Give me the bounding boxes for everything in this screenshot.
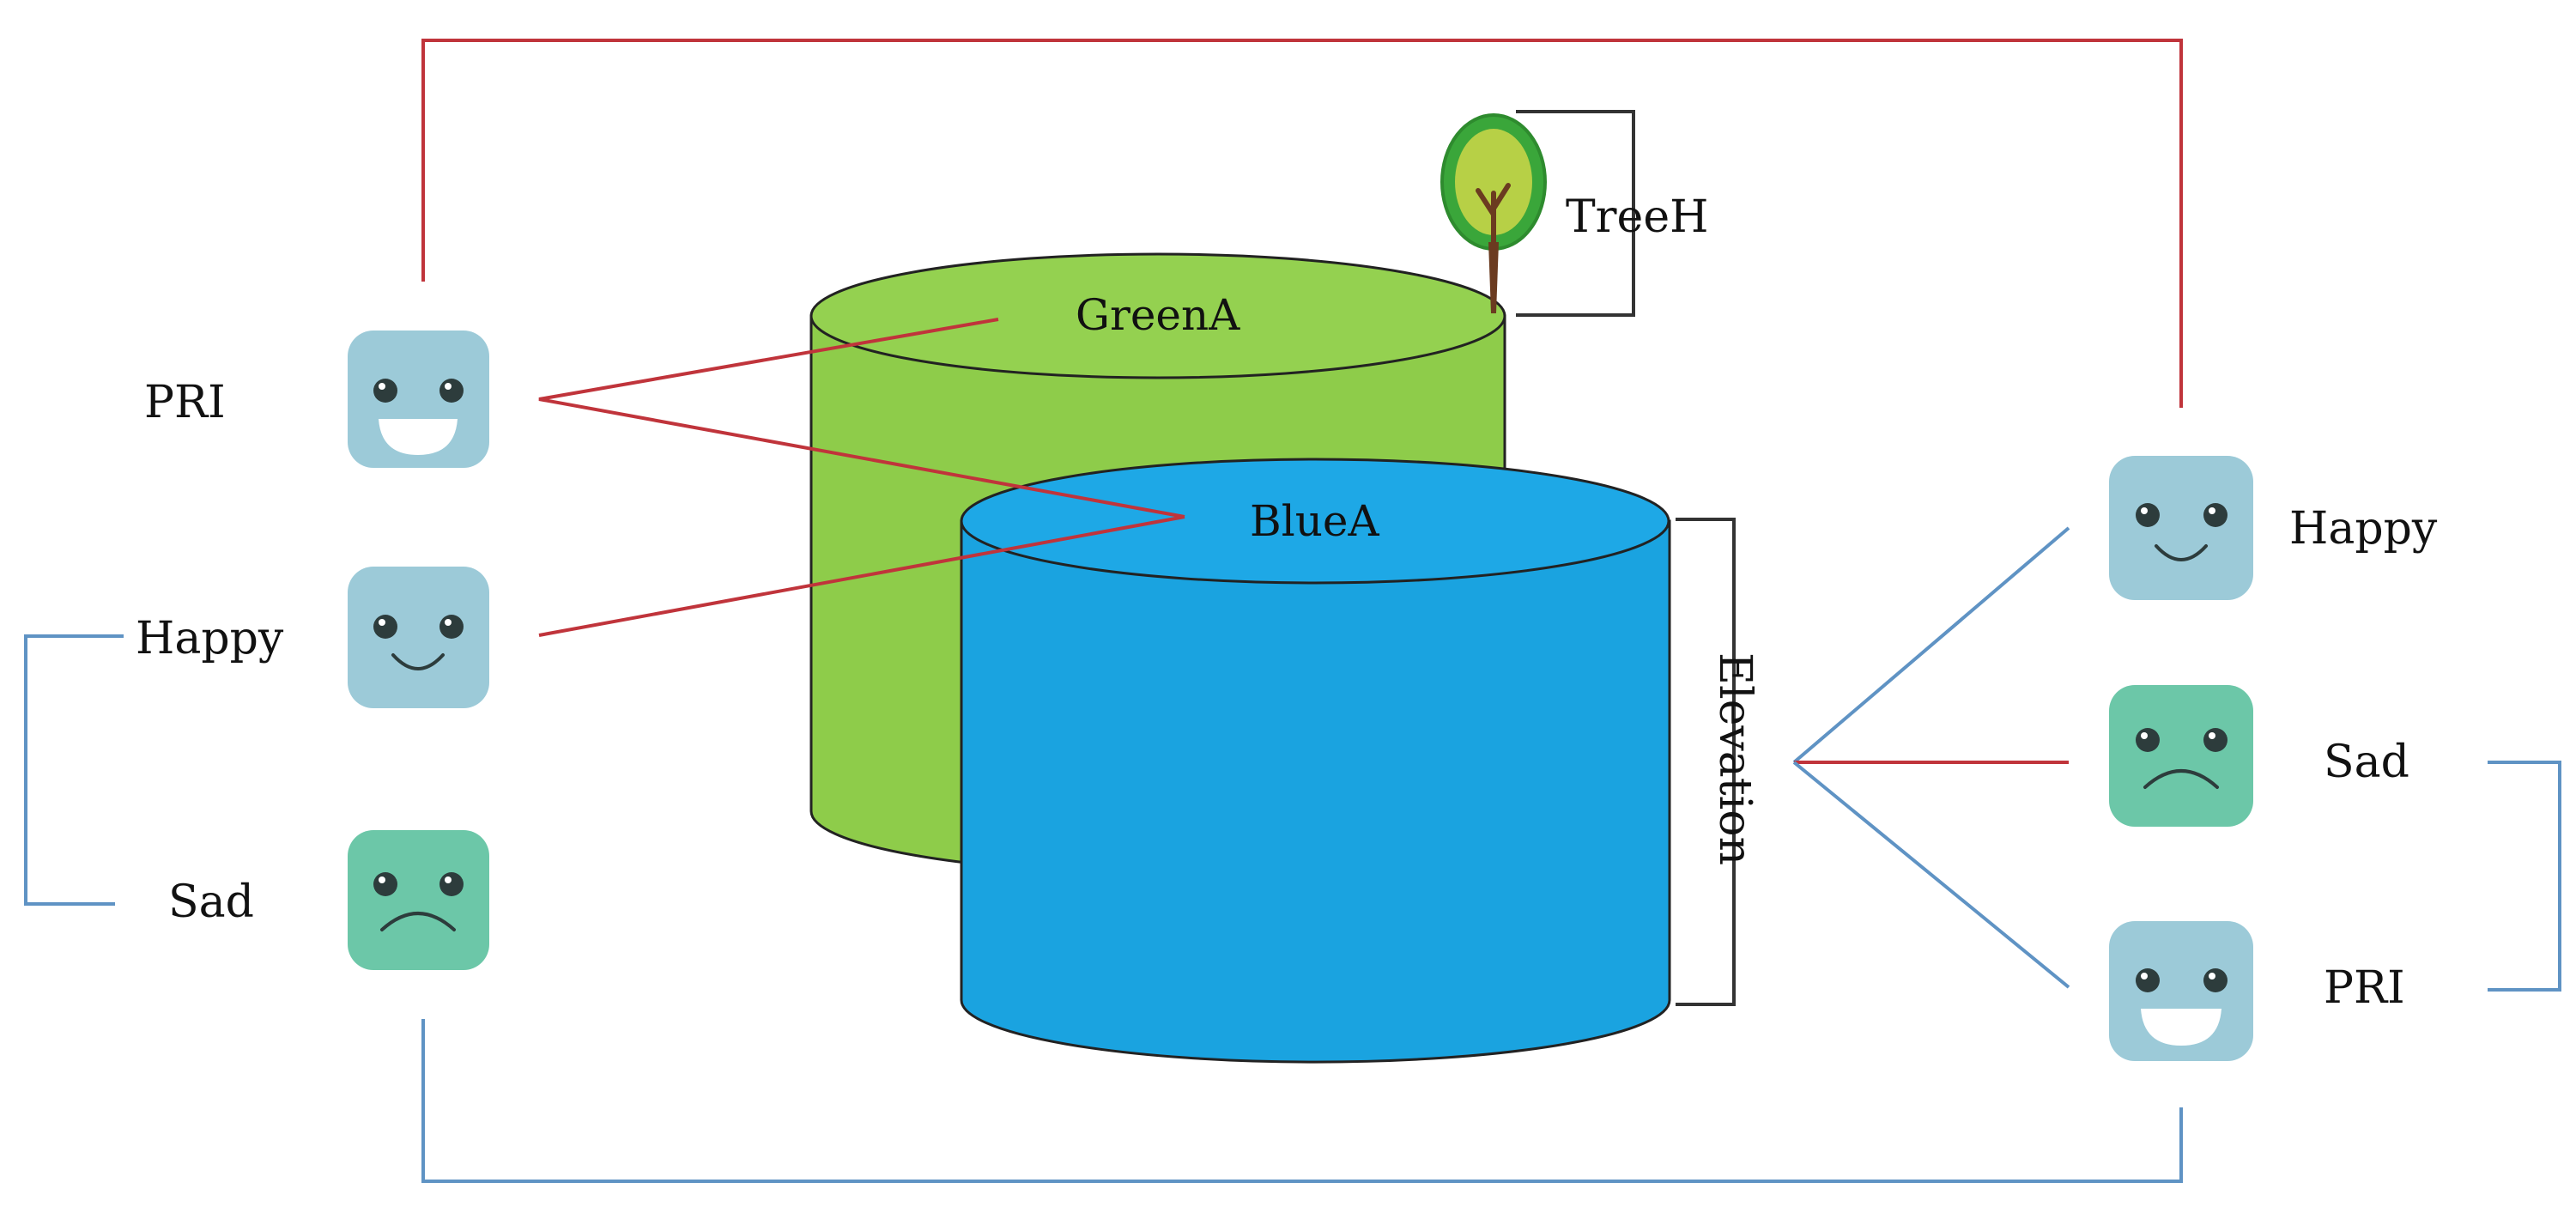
smile-face-icon [348,567,489,708]
left-connectors [538,318,1185,637]
left-sad-face [348,830,489,970]
smile-face-icon [2109,456,2253,600]
right-connectors [1792,526,2070,989]
elevation-label: Elevation [1709,652,1761,865]
top-red-connector [421,39,2183,408]
right-pri-label: PRI [2324,962,2405,1014]
blue-cylinder-top [960,458,1670,585]
right-sad-label: Sad [2324,737,2409,788]
right-happy-face [2109,456,2253,600]
left-happy-face [348,567,489,708]
green-cylinder-top [809,252,1506,379]
blue-cylinder-label: BlueA [1250,496,1380,546]
elevation-bracket [1676,518,1736,1006]
right-sad-face [2109,685,2253,827]
right-pri-face [2109,921,2253,1061]
right-sad-pri-bracket [2488,761,2561,992]
left-pri-face [348,331,489,468]
tree-height-label: TreeH [1566,191,1708,243]
blue-cylinder: BlueA [960,458,1671,1064]
left-pri-label: PRI [144,377,226,428]
tree-icon [1440,113,1547,313]
sad-face-icon [2109,685,2253,827]
blue-cylinder-body [960,519,1671,1064]
tree-height-bracket [1516,110,1635,317]
sad-face-icon [348,830,489,970]
left-happy-sad-bracket [24,634,124,906]
right-happy-label: Happy [2289,503,2438,555]
bottom-blue-connector [421,1019,2183,1183]
left-sad-label: Sad [168,876,254,928]
green-cylinder-label: GreenA [1076,290,1240,340]
left-happy-label: Happy [136,613,284,664]
grin-face-icon [348,331,489,468]
grin-face-icon [2109,921,2253,1061]
